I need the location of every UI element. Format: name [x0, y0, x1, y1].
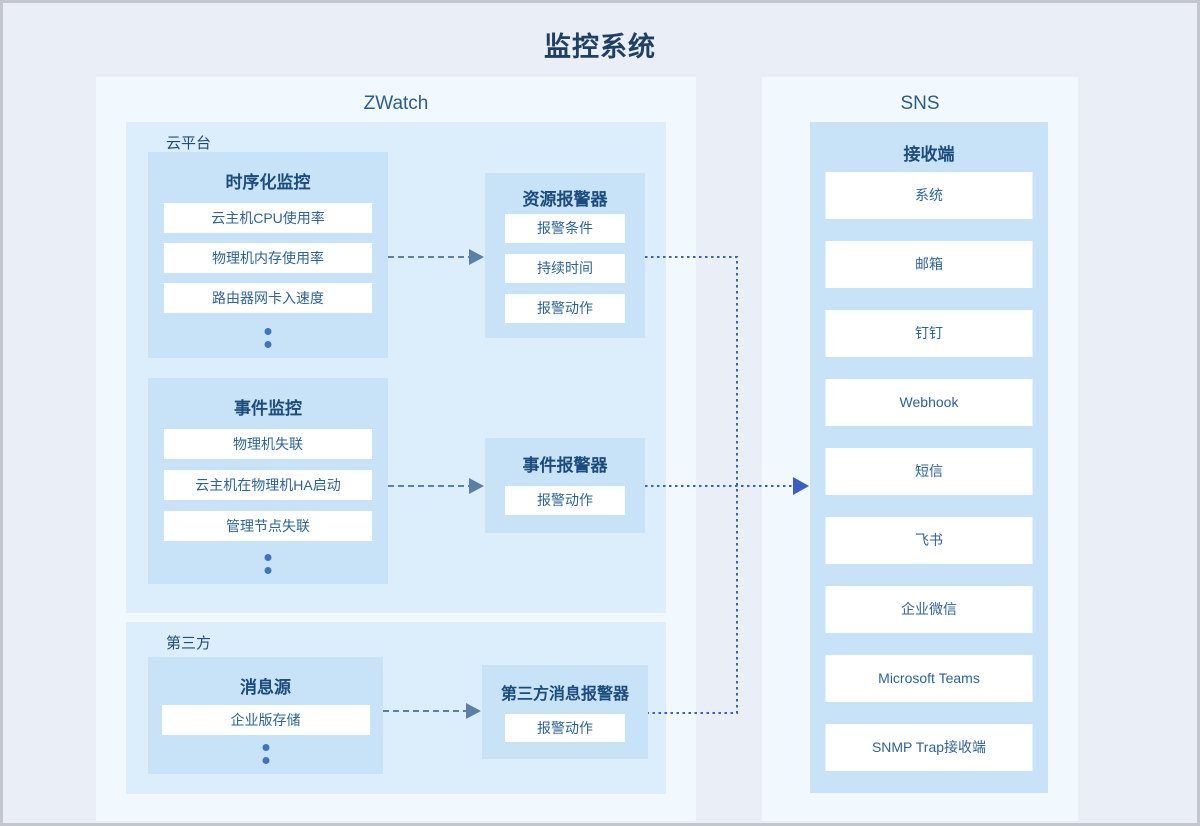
receiver-item: Microsoft Teams: [825, 655, 1033, 702]
dot-icon: [262, 744, 269, 751]
receiver-item-list: 系统 邮箱 钉钉 Webhook 短信 飞书 企业微信 Microsoft Te…: [825, 172, 1033, 771]
ellipsis-dots-icon: [264, 554, 272, 574]
cloud-platform-label: 云平台: [166, 135, 212, 152]
alarm-item: 报警条件: [505, 214, 625, 243]
receiver-item: 企业微信: [825, 586, 1033, 633]
monitor-item: 管理节点失联: [164, 511, 372, 541]
monitor-item: 云主机在物理机HA启动: [164, 470, 372, 500]
alarm-item: 持续时间: [505, 254, 625, 283]
event-item-list: 物理机失联 云主机在物理机HA启动 管理节点失联: [164, 429, 372, 541]
third-party-label: 第三方: [166, 635, 212, 652]
dot-icon: [264, 328, 272, 335]
receiver-item: 短信: [825, 448, 1033, 495]
ellipsis-dots-icon: [262, 744, 269, 764]
third-party-message-alarm-box: 第三方消息报警器 报警动作: [482, 665, 648, 759]
event-alarm-title: 事件报警器: [522, 456, 608, 475]
event-alarm-box: 事件报警器 报警动作: [485, 438, 645, 533]
monitor-item: 物理机失联: [164, 429, 372, 459]
zwatch-label: ZWatch: [363, 93, 429, 114]
event-alarm-item-list: 报警动作: [505, 486, 625, 515]
receiver-item: SNMP Trap接收端: [825, 724, 1033, 771]
alarm-item: 报警动作: [505, 486, 625, 515]
message-source-item-list: 企业版存储: [161, 705, 370, 735]
ellipsis-dots-icon: [264, 328, 272, 348]
receiver-title: 接收端: [903, 145, 955, 164]
receiver-item: 飞书: [825, 517, 1033, 564]
dot-icon: [264, 341, 272, 348]
monitor-item: 路由器网卡入速度: [164, 283, 372, 313]
timeseries-monitor-title: 时序化监控: [225, 173, 311, 192]
resource-alarm-box: 资源报警器 报警条件 持续时间 报警动作: [485, 173, 645, 338]
sns-label: SNS: [900, 93, 940, 114]
timeseries-item-list: 云主机CPU使用率 物理机内存使用率 路由器网卡入速度: [164, 203, 372, 313]
resource-alarm-item-list: 报警条件 持续时间 报警动作: [505, 214, 625, 323]
message-source-title: 消息源: [240, 678, 291, 697]
monitor-item: 云主机CPU使用率: [164, 203, 372, 233]
resource-alarm-title: 资源报警器: [522, 190, 608, 209]
third-party-alarm-item-list: 报警动作: [505, 714, 625, 742]
message-source-box: 消息源 企业版存储: [148, 657, 383, 774]
dot-icon: [264, 554, 272, 561]
dot-icon: [262, 757, 269, 764]
receiver-item: 钉钉: [825, 310, 1033, 357]
monitor-item: 物理机内存使用率: [164, 243, 372, 273]
event-monitor-title: 事件监控: [234, 399, 302, 418]
event-monitor-box: 事件监控 物理机失联 云主机在物理机HA启动 管理节点失联: [148, 378, 388, 584]
receiver-item: Webhook: [825, 379, 1033, 426]
receiver-item: 邮箱: [825, 241, 1033, 288]
third-party-message-alarm-title: 第三方消息报警器: [500, 686, 629, 703]
monitor-item: 企业版存储: [161, 705, 370, 735]
alarm-item: 报警动作: [505, 294, 625, 323]
dot-icon: [264, 567, 272, 574]
receiver-item: 系统: [825, 172, 1033, 219]
receiver-box: 接收端 系统 邮箱 钉钉 Webhook 短信 飞书 企业微信 Microsof…: [810, 122, 1048, 793]
timeseries-monitor-box: 时序化监控 云主机CPU使用率 物理机内存使用率 路由器网卡入速度: [148, 152, 388, 358]
page-title: 监控系统: [544, 32, 656, 62]
alarm-item: 报警动作: [505, 714, 625, 742]
